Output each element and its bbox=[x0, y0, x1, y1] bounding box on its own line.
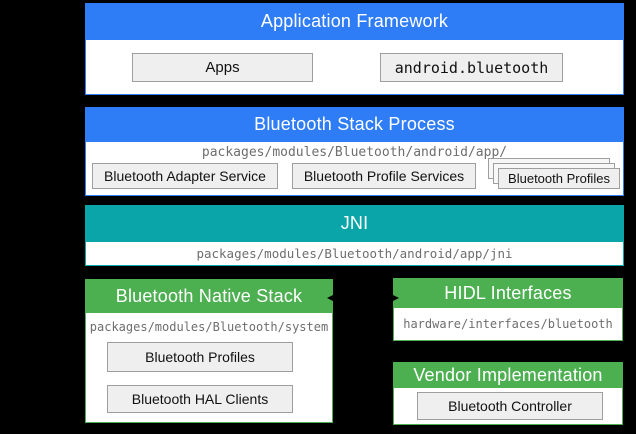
hidl-header: HIDL Interfaces bbox=[393, 278, 623, 308]
native-bluetooth-profiles-box: Bluetooth Profiles bbox=[107, 342, 293, 372]
hidl-title: HIDL Interfaces bbox=[444, 283, 571, 304]
stack-process-title: Bluetooth Stack Process bbox=[254, 114, 455, 135]
android-bluetooth-box-label: android.bluetooth bbox=[395, 59, 549, 77]
bluetooth-profiles-stack-card-front: Bluetooth Profiles bbox=[498, 168, 620, 189]
native-bluetooth-profiles-label: Bluetooth Profiles bbox=[145, 349, 255, 365]
jni-header: JNI bbox=[85, 205, 624, 242]
vendor-title: Vendor Implementation bbox=[413, 365, 602, 386]
stack-process-body: packages/modules/Bluetooth/android/app/ … bbox=[85, 142, 624, 196]
bluetooth-adapter-service-label: Bluetooth Adapter Service bbox=[104, 168, 266, 184]
hidl-block: HIDL Interfaces hardware/interfaces/blue… bbox=[393, 278, 623, 341]
app-framework-body: Apps android.bluetooth bbox=[85, 40, 624, 95]
bluetooth-controller-label: Bluetooth Controller bbox=[448, 398, 572, 414]
vendor-body: Bluetooth Controller bbox=[393, 388, 623, 425]
bluetooth-adapter-service-box: Bluetooth Adapter Service bbox=[92, 163, 278, 189]
app-framework-block: Application Framework Apps android.bluet… bbox=[85, 3, 624, 95]
app-framework-title: Application Framework bbox=[261, 11, 448, 32]
native-stack-header: Bluetooth Native Stack bbox=[85, 279, 333, 313]
app-framework-header: Application Framework bbox=[85, 3, 624, 40]
stack-process-header: Bluetooth Stack Process bbox=[85, 107, 624, 142]
native-stack-block: Bluetooth Native Stack packages/modules/… bbox=[85, 279, 333, 423]
bluetooth-profile-services-label: Bluetooth Profile Services bbox=[304, 168, 464, 184]
native-stack-body: packages/modules/Bluetooth/system Blueto… bbox=[85, 313, 333, 423]
native-stack-title: Bluetooth Native Stack bbox=[116, 286, 303, 307]
apps-box: Apps bbox=[132, 53, 313, 82]
android-bluetooth-box: android.bluetooth bbox=[380, 53, 563, 82]
bluetooth-hal-clients-box: Bluetooth HAL Clients bbox=[107, 385, 293, 413]
stack-process-block: Bluetooth Stack Process packages/modules… bbox=[85, 107, 624, 196]
jni-block: JNI packages/modules/Bluetooth/android/a… bbox=[85, 205, 624, 266]
bluetooth-controller-box: Bluetooth Controller bbox=[417, 392, 603, 420]
hidl-path: hardware/interfaces/bluetooth bbox=[394, 317, 622, 331]
hidl-body: hardware/interfaces/bluetooth bbox=[393, 308, 623, 341]
bluetooth-profiles-stack-label: Bluetooth Profiles bbox=[508, 171, 610, 186]
bluetooth-hal-clients-label: Bluetooth HAL Clients bbox=[132, 391, 268, 407]
jni-title: JNI bbox=[341, 213, 369, 234]
apps-box-label: Apps bbox=[205, 59, 239, 76]
bluetooth-profile-services-box: Bluetooth Profile Services bbox=[292, 163, 476, 189]
jni-body: packages/modules/Bluetooth/android/app/j… bbox=[85, 242, 624, 266]
vendor-header: Vendor Implementation bbox=[393, 362, 623, 388]
native-stack-path: packages/modules/Bluetooth/system bbox=[86, 320, 332, 334]
jni-path: packages/modules/Bluetooth/android/app/j… bbox=[86, 246, 623, 261]
vendor-block: Vendor Implementation Bluetooth Controll… bbox=[393, 362, 623, 425]
